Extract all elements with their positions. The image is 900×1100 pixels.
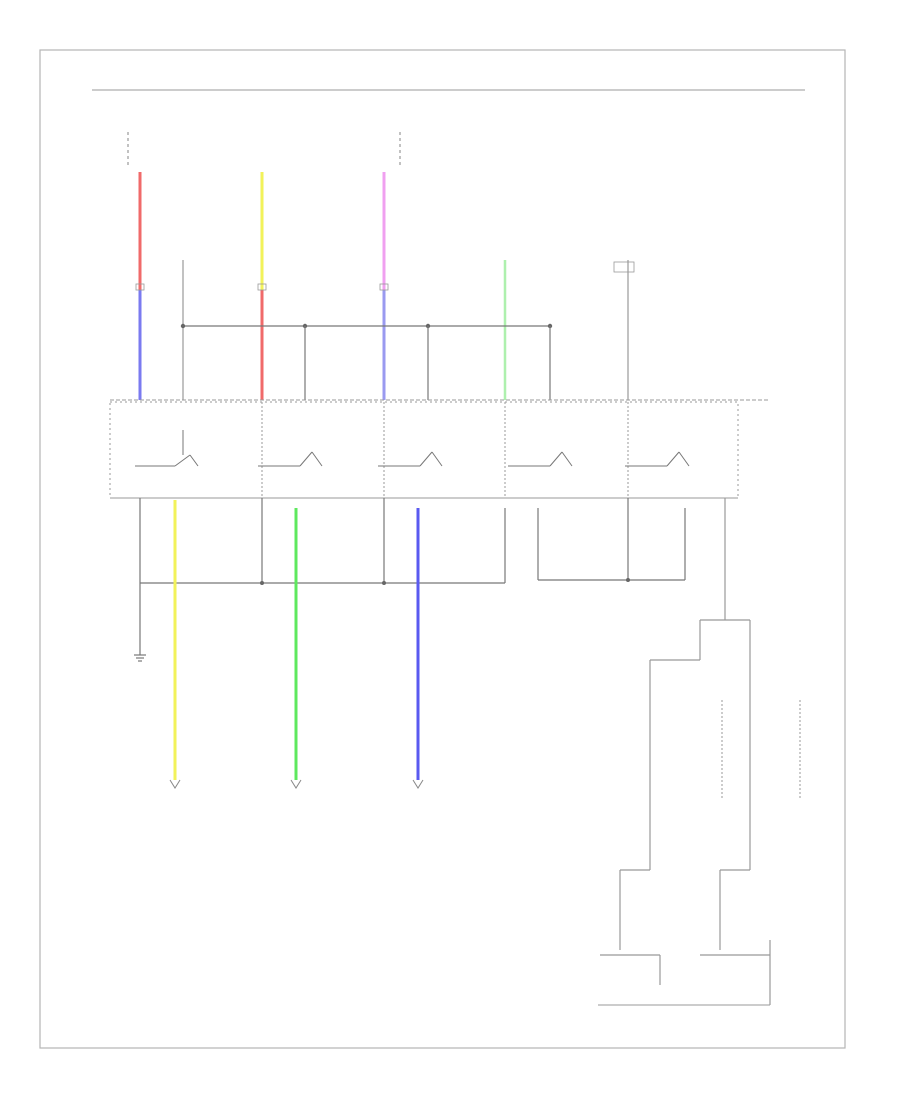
switch-contact-icon bbox=[508, 451, 573, 467]
switch-contact-icon bbox=[135, 430, 199, 467]
right-network bbox=[598, 619, 801, 1006]
ground-bus bbox=[180, 323, 553, 400]
diagram-frame bbox=[39, 49, 846, 1049]
switch-contact-icon bbox=[258, 451, 323, 467]
switch-panel bbox=[109, 399, 770, 499]
feed-wires bbox=[138, 172, 629, 400]
top-connector-stubs bbox=[127, 132, 401, 165]
output-wires bbox=[139, 498, 726, 655]
colored-output-wires bbox=[173, 500, 420, 780]
switch-contacts bbox=[135, 430, 690, 467]
small-connector-marks bbox=[135, 261, 635, 291]
connector-arrow-icon bbox=[169, 779, 424, 789]
ground-symbol-icon bbox=[134, 654, 146, 662]
switch-contact-icon bbox=[625, 451, 690, 467]
switch-contact-icon bbox=[378, 451, 443, 467]
